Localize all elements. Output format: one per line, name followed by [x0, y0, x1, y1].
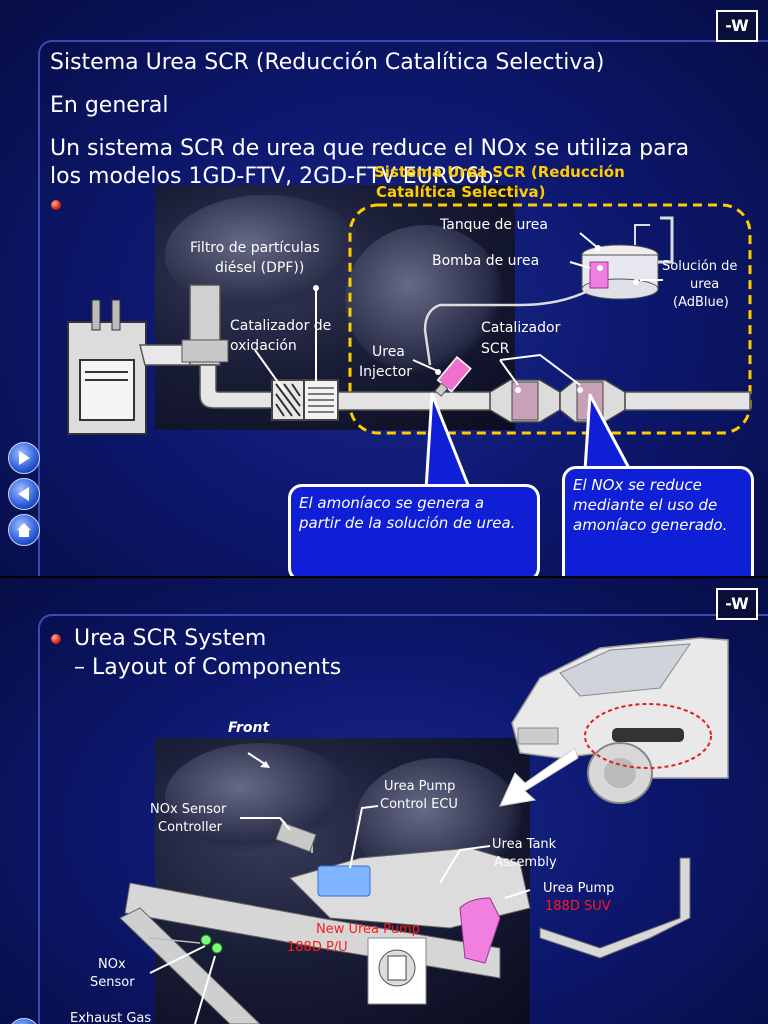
- brand-logo: -W: [716, 10, 758, 42]
- urea-injector-label-line-2: Injector: [359, 364, 413, 380]
- body-text-line-2: los modelos 1GD-FTV, 2GD-FTV EURO6b.: [50, 164, 501, 189]
- nox-controller-label-line-2: Controller: [158, 820, 222, 835]
- bullet-icon: [51, 200, 61, 210]
- new-urea-pump-label-line-1: New Urea Pump: [316, 922, 420, 937]
- nox-sensor-label-line-2: Sensor: [90, 975, 135, 990]
- urea-pump-label-line-1: Urea Pump: [543, 881, 615, 896]
- scr-system-label-line-2: Catalítica Selectiva): [376, 183, 546, 201]
- urea-tank-label-line-1: Urea Tank: [492, 837, 557, 852]
- slide-frame: [38, 40, 768, 576]
- brand-logo: -W: [716, 588, 758, 620]
- exhaust-gas-label: Exhaust Gas: [70, 1011, 152, 1024]
- scr-catalyst-label-line-2: SCR: [481, 341, 510, 357]
- dpf-label-line-1: Filtro de partículas: [190, 240, 320, 256]
- urea-solution-label-line-3: (AdBlue): [673, 295, 729, 310]
- nox-controller-label-line-1: NOx Sensor: [150, 802, 227, 817]
- urea-tank-drawing: [581, 216, 674, 300]
- slide-subtitle: – Layout of Components: [74, 655, 342, 680]
- zoom-arrow: [499, 747, 579, 807]
- slide-frame: [38, 614, 768, 1024]
- nox-sensor-label-line-1: NOx: [98, 957, 126, 972]
- front-label: Front: [228, 720, 270, 736]
- forward-arrow-icon: [19, 451, 30, 465]
- new-urea-pump-label-line-2: 188D P/U: [287, 940, 348, 955]
- back-arrow-icon: [18, 487, 29, 501]
- urea-tank-label: Tanque de urea: [440, 217, 548, 233]
- ecu-label-line-2: Control ECU: [380, 797, 458, 812]
- scr-catalysts: [489, 379, 626, 423]
- slide-title: Urea SCR System: [74, 626, 267, 651]
- dpf-label-line-2: diésel (DPF)): [215, 260, 305, 276]
- oxidation-label-line-2: oxidación: [230, 338, 297, 354]
- scr-dashed-box: [348, 203, 752, 435]
- body-text-line-1: Un sistema SCR de urea que reduce el NOx…: [50, 136, 690, 161]
- home-icon: [17, 523, 31, 537]
- engine-block: [67, 299, 147, 435]
- callout-nox-text: El NOx se reduce mediante el uso de amon…: [573, 476, 728, 534]
- callout-nox: El NOx se reduce mediante el uso de amon…: [562, 466, 754, 576]
- urea-pump-label: Bomba de urea: [432, 253, 540, 269]
- slide-2: -W Urea SCR System – Layout of Component…: [0, 578, 768, 1024]
- callout-ammonia-text: El amoníaco se genera a partir de la sol…: [299, 494, 516, 532]
- exhaust-diagram: [67, 203, 752, 492]
- callout-ammonia: El amoníaco se genera a partir de la sol…: [288, 484, 540, 576]
- urea-solution-label-line-1: Solución de: [662, 259, 738, 274]
- urea-injector-label-line-1: Urea: [372, 344, 405, 360]
- urea-tank-label-line-2: Assembly: [494, 855, 557, 870]
- scr-system-label-line-1: Sistema Urea SCR (Reducción: [374, 163, 625, 181]
- vehicle-drawing: [511, 637, 729, 804]
- oxidation-label-line-1: Catalizador de: [230, 318, 332, 334]
- slide-1: -W Sistema Urea SCR (Reducción Catalític…: [0, 0, 768, 576]
- urea-pump-label-line-2: 188D SUV: [545, 899, 611, 914]
- slide-subtitle: En general: [50, 93, 169, 118]
- previous-slide-button[interactable]: [8, 478, 40, 510]
- urea-solution-label-line-2: urea: [690, 277, 720, 292]
- home-button[interactable]: [8, 514, 40, 546]
- ecu-label-line-1: Urea Pump: [384, 779, 456, 794]
- next-slide-button[interactable]: [8, 442, 40, 474]
- layout-diagram: [119, 637, 729, 1024]
- bullet-icon: [51, 634, 61, 644]
- scr-catalyst-label-line-1: Catalizador: [481, 320, 561, 336]
- urea-injector-drawing: [434, 356, 472, 397]
- slide-title: Sistema Urea SCR (Reducción Catalítica S…: [50, 50, 605, 75]
